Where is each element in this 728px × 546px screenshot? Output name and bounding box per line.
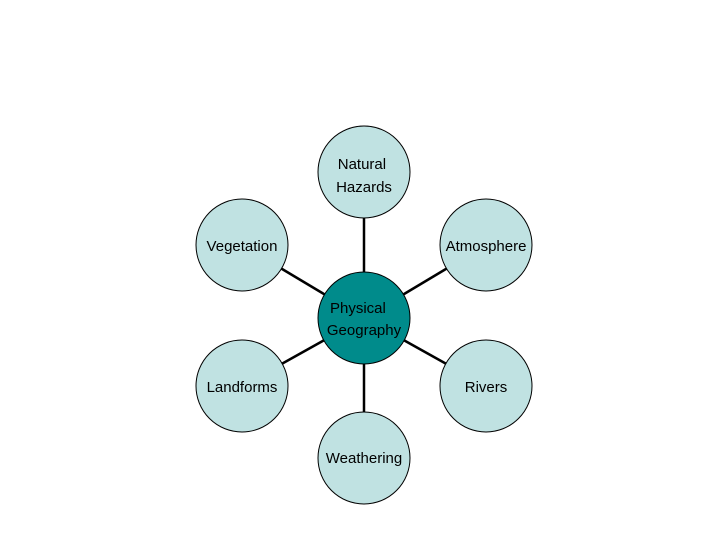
- connector-rivers: [403, 339, 447, 365]
- node-natural-hazards: Natural Hazards: [317, 125, 411, 219]
- node-landforms-circle: [195, 339, 289, 433]
- center-node-label: Physical Geography: [327, 300, 402, 339]
- connector-vegetation: [280, 267, 326, 296]
- node-landforms-label: Landforms: [207, 379, 278, 396]
- node-weathering-label-line-1: Weathering: [326, 450, 402, 467]
- center-node-label-line-2: Geography: [327, 322, 402, 339]
- node-rivers: Rivers: [439, 339, 533, 433]
- node-rivers-circle: [439, 339, 533, 433]
- node-weathering-circle: [317, 411, 411, 505]
- center-node-label-line-1: Physical: [330, 300, 386, 317]
- node-natural-hazards-label-line-1: Natural: [338, 156, 386, 173]
- center-node-circle: [317, 271, 411, 365]
- connector-atmosphere: [402, 267, 448, 296]
- node-atmosphere: Atmosphere: [439, 198, 533, 292]
- node-natural-hazards-label: Natural Hazards: [336, 156, 392, 196]
- node-atmosphere-circle: [439, 198, 533, 292]
- node-vegetation-label-line-1: Vegetation: [207, 238, 278, 255]
- center-node: Physical Geography: [317, 271, 411, 365]
- node-atmosphere-label-line-1: Atmosphere: [446, 238, 527, 255]
- node-vegetation-label: Vegetation: [207, 238, 278, 255]
- node-rivers-label-line-1: Rivers: [465, 379, 508, 396]
- node-natural-hazards-circle: [317, 125, 411, 219]
- connector-landforms: [281, 339, 325, 365]
- connectors: [280, 218, 448, 412]
- node-weathering-label: Weathering: [326, 450, 402, 467]
- node-vegetation: Vegetation: [195, 198, 289, 292]
- node-weathering: Weathering: [317, 411, 411, 505]
- node-landforms-label-line-1: Landforms: [207, 379, 278, 396]
- node-natural-hazards-label-line-2: Hazards: [336, 179, 392, 196]
- node-atmosphere-label: Atmosphere: [446, 238, 527, 255]
- node-landforms: Landforms: [195, 339, 289, 433]
- node-vegetation-circle: [195, 198, 289, 292]
- node-rivers-label: Rivers: [465, 379, 508, 396]
